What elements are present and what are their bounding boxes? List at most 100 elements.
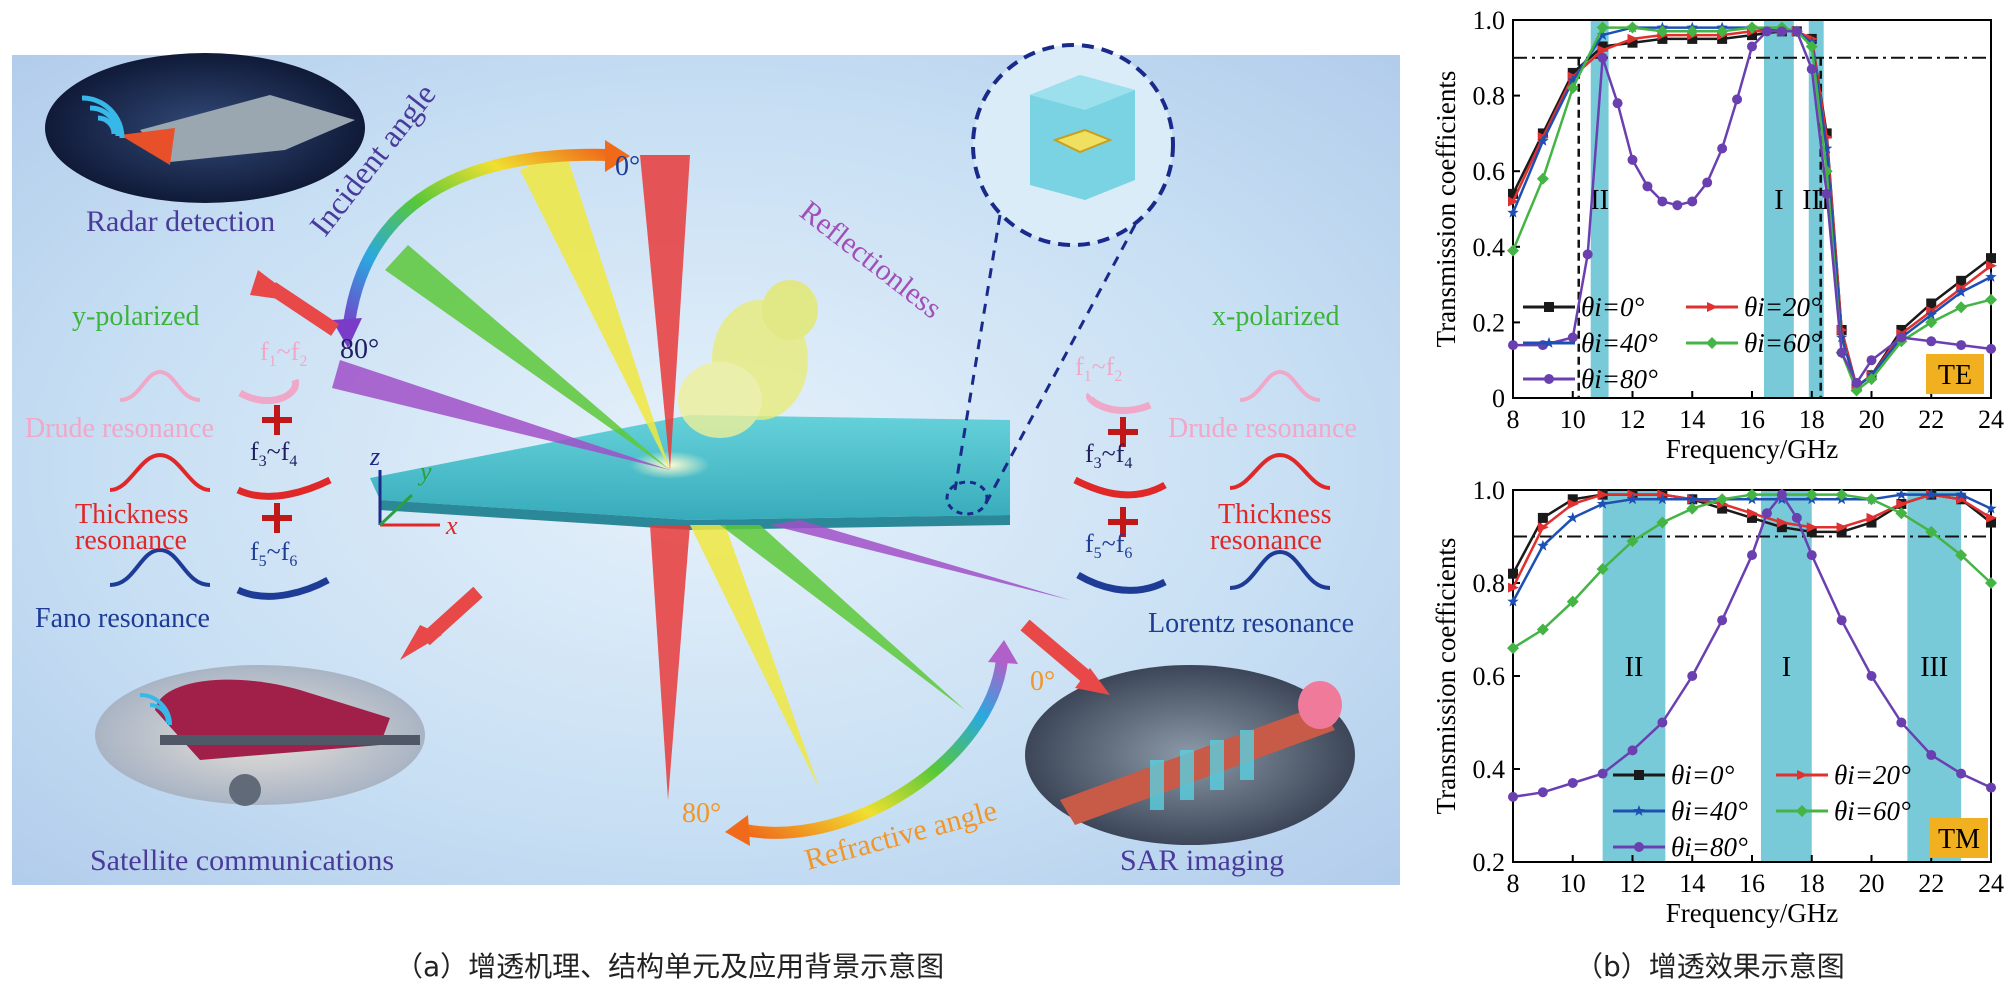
band-iii [1907, 490, 1962, 862]
data-point [1567, 511, 1579, 523]
label-y-polarized: y-polarized [72, 301, 200, 332]
data-point [1895, 488, 1908, 500]
data-point [1537, 522, 1549, 533]
data-point [1747, 41, 1757, 52]
data-point [1761, 508, 1772, 519]
mode-badge-label: TE [1938, 360, 1972, 391]
y-tick-label: 1.0 [1473, 476, 1506, 505]
data-point [1896, 498, 1908, 509]
data-point [1537, 787, 1548, 798]
unit-cell-zoom [945, 43, 1175, 516]
data-point [1656, 25, 1669, 38]
refracted-beams [650, 520, 1070, 800]
label-thickness-left-1: Thickness [75, 499, 189, 530]
swirl-arrows [236, 378, 1167, 600]
x-tick-label: 22 [1918, 405, 1944, 434]
x-axis-label: Frequency/GHz [1666, 898, 1838, 928]
mode-badge [1926, 354, 1984, 394]
axis-label-z: z [369, 442, 380, 471]
satellite-wave-icon [139, 693, 172, 726]
radar-nose-cone [120, 128, 175, 165]
y-tick-label: 0.2 [1473, 848, 1506, 877]
data-point [1850, 384, 1863, 397]
coordinate-axes [378, 470, 440, 527]
y-axis-label: Transmission coefficients [1431, 71, 1461, 348]
data-point [1537, 128, 1548, 139]
data-point [1717, 615, 1728, 626]
data-point [1672, 200, 1683, 211]
data-point [1955, 488, 1967, 500]
data-point [1985, 577, 1997, 589]
beam-80deg [332, 360, 670, 470]
data-point [1566, 82, 1579, 95]
y-tick-label: 0.6 [1473, 157, 1506, 186]
legend-entry: θi=80° [1671, 832, 1748, 862]
data-point [1627, 33, 1639, 44]
data-point [1687, 33, 1698, 44]
fano-wave-icon-left [109, 547, 211, 587]
data-point [1895, 507, 1908, 520]
radar-photo [45, 53, 365, 203]
label-satellite: Satellite communications [90, 844, 394, 877]
x-tick-label: 14 [1679, 405, 1705, 434]
data-point [1508, 791, 1518, 802]
data-point [1926, 750, 1937, 761]
legend: θi=0°θi=20°θi=40°θi=60°θi=80° [1523, 292, 1821, 394]
data-point [1537, 539, 1549, 551]
x-tick-label: 12 [1620, 869, 1646, 898]
data-point [1747, 508, 1758, 519]
thickness-wave-icon-left [109, 452, 211, 492]
beam-40deg [385, 245, 670, 470]
data-point [1805, 488, 1818, 501]
data-point [1836, 526, 1847, 537]
incident-arc-arrow-right [605, 140, 630, 172]
data-point [1985, 271, 1997, 282]
freq-f1f2-left: f1~f2 [260, 337, 307, 370]
y-tick-label: 0.4 [1473, 755, 1506, 784]
y-tick-label: 0.8 [1473, 82, 1506, 111]
data-point [1627, 745, 1638, 756]
sar-antenna-array [1060, 705, 1335, 825]
data-point [1508, 568, 1518, 579]
data-point [1836, 615, 1847, 626]
label-0deg-top: 0° [615, 151, 640, 182]
lorentz-wave-icon-right [1229, 549, 1331, 590]
data-point [1955, 549, 1968, 562]
band-ii [1602, 490, 1666, 862]
label-fano: Fano resonance [35, 603, 210, 634]
data-point [1955, 286, 1967, 297]
data-point [1776, 26, 1787, 37]
x-tick-label: 16 [1739, 869, 1765, 898]
data-point [1926, 336, 1937, 347]
caption-left: （a）增透机理、结构单元及应用背景示意图 [395, 950, 945, 983]
x-tick-label: 20 [1859, 405, 1885, 434]
data-point [1776, 522, 1787, 533]
sar-photo [1025, 665, 1355, 845]
data-point [1985, 502, 1997, 514]
data-point [1627, 37, 1638, 48]
data-point [1656, 516, 1669, 529]
data-point [1985, 293, 1997, 306]
data-point [1716, 493, 1729, 506]
data-point [1597, 45, 1609, 56]
label-drude-left: Drude resonance [25, 413, 214, 444]
data-point [1567, 332, 1578, 343]
data-point [1986, 260, 1997, 271]
x-tick-label: 10 [1560, 405, 1586, 434]
data-point [1567, 74, 1579, 86]
label-sar: SAR imaging [1120, 844, 1284, 877]
data-point [1761, 26, 1772, 37]
data-point [1806, 550, 1817, 561]
incident-arc-arrow-down [332, 318, 362, 348]
data-point [1776, 517, 1788, 528]
legend-marker [1544, 374, 1554, 384]
legend-entry: θi=20° [1744, 292, 1821, 322]
legend-entry: θi=40° [1671, 796, 1748, 826]
x-tick-label: 22 [1918, 869, 1944, 898]
refracted-beam-40deg [720, 525, 965, 710]
data-point [1567, 777, 1578, 788]
legend-marker [1634, 842, 1644, 852]
data-point [1805, 40, 1818, 53]
